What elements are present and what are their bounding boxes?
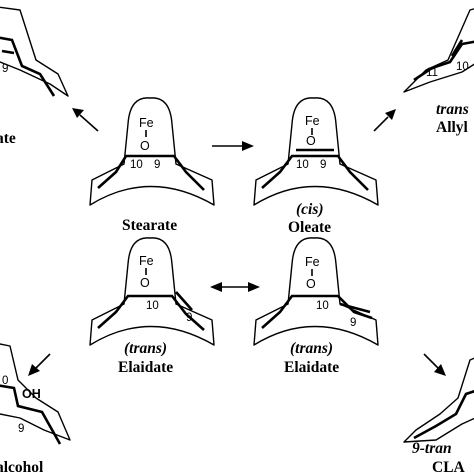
arrow-elaidate-to-alcohol — [28, 353, 51, 376]
fatty-acid-chain — [413, 40, 474, 82]
panel-oleate: Fe O 10 9 (cis) Oleate — [253, 97, 379, 236]
iron-label: Fe — [305, 255, 320, 269]
species-name: Elaidate — [284, 359, 339, 376]
enzyme-pocket-outline — [0, 343, 71, 441]
species-name: Oleate — [288, 219, 331, 236]
fatty-acid-chain — [261, 154, 369, 191]
carbon-number-10: 10 — [316, 300, 329, 312]
oxygen-label: O — [140, 276, 150, 290]
species-name: alcohol — [0, 459, 44, 474]
carbon-number: 0 — [2, 375, 8, 387]
carbon-number-10: 10 — [296, 159, 309, 171]
panel-bottom-left-cropped: 0 OH 9 alcohol — [0, 343, 71, 474]
arrow-stearate-to-top-left — [72, 108, 99, 132]
iron-label: Fe — [305, 114, 320, 128]
carbon-number-9: 9 — [320, 159, 326, 171]
trans-double-bond — [339, 302, 371, 314]
enzyme-pocket-outline — [89, 237, 215, 346]
carbon-number-9: 9 — [186, 312, 192, 324]
carbon-number-10: 10 — [146, 300, 159, 312]
isomer-prefix: (trans) — [290, 340, 333, 357]
bond-mark — [1, 49, 15, 55]
carbon-number-11: 11 — [426, 67, 438, 79]
iron-label: Fe — [139, 116, 154, 130]
iron-label: Fe — [139, 254, 154, 268]
hydroxyl-label: OH — [22, 387, 41, 401]
isomer-prefix: trans — [436, 101, 469, 118]
trans-double-bond — [175, 291, 193, 311]
species-name: CLA — [432, 459, 466, 474]
oxygen-label: O — [140, 139, 150, 153]
panel-top-right-cropped: 11 10 trans Allyl — [403, 8, 474, 136]
fatty-acid-chain — [261, 294, 373, 329]
species-name: ate — [0, 130, 16, 147]
carbon-number-9: 9 — [350, 317, 356, 329]
isomer-prefix: (trans) — [124, 340, 167, 357]
carbon-number-9: 9 — [2, 63, 8, 75]
fatty-acid-chain — [97, 294, 205, 331]
carbon-number-9: 9 — [18, 423, 24, 435]
carbon-number-10: 10 — [456, 61, 469, 73]
enzyme-pocket-outline — [403, 357, 474, 443]
arrow-elaidate-to-cla — [423, 353, 446, 376]
carbon-number-9: 9 — [154, 159, 160, 171]
panel-elaidate-right: Fe O 10 9 (trans) Elaidate — [253, 237, 379, 376]
trans-double-bond — [450, 39, 464, 57]
enzyme-pocket-outline — [253, 237, 379, 346]
arrow-oleate-to-allyl — [373, 109, 396, 132]
enzyme-pocket-outline — [0, 6, 69, 97]
isomer-prefix: (cis) — [296, 201, 324, 218]
species-name: Allyl — [436, 119, 469, 136]
fatty-acid-chain — [413, 389, 474, 440]
carbon-number-10: 10 — [130, 159, 143, 171]
fatty-acid-chain — [0, 384, 62, 445]
panel-elaidate-left: Fe O 10 9 (trans) Elaidate — [89, 237, 215, 376]
oxygen-label: O — [306, 277, 316, 291]
arrow-elaidate-equilibrium — [210, 282, 260, 292]
arrow-stearate-to-oleate — [212, 141, 254, 151]
species-name: Elaidate — [118, 359, 173, 376]
oxygen-label: O — [306, 134, 316, 148]
enzyme-pocket-outline — [89, 97, 215, 206]
enzyme-pocket-outline — [253, 97, 379, 206]
species-name: Stearate — [122, 217, 177, 234]
panel-bottom-right-cropped: 9-tran CLA — [403, 357, 474, 474]
isomer-prefix: 9-tran — [412, 440, 452, 457]
panel-stearate: Fe O 10 9 Stearate — [89, 97, 215, 234]
fatty-acid-chain — [0, 36, 56, 97]
panel-top-left-cropped: 9 ate — [0, 6, 69, 147]
